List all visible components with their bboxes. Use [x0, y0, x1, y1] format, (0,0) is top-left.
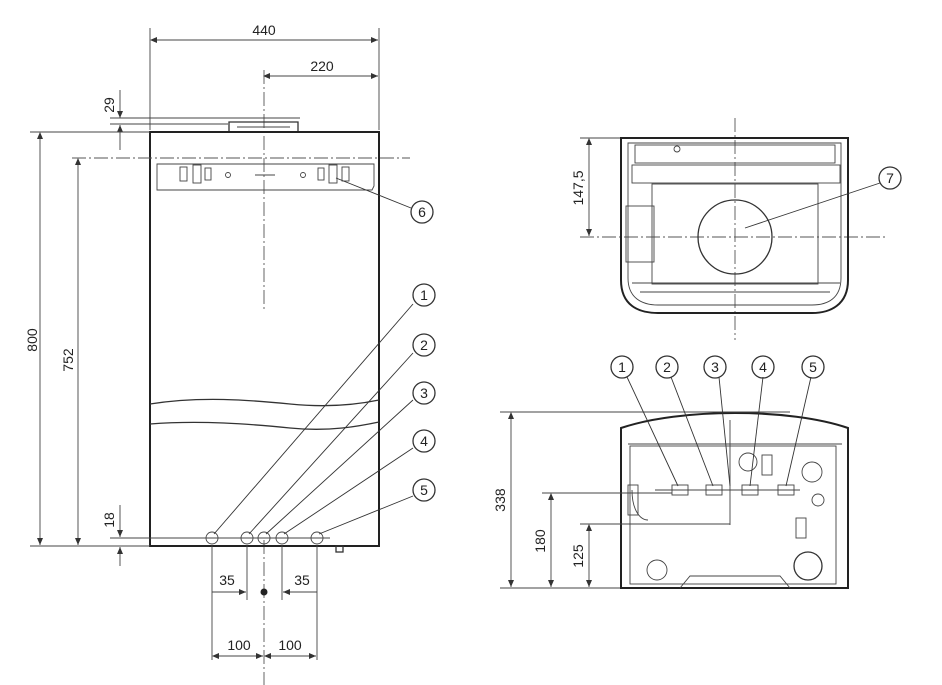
mount-bracket [228, 121, 299, 132]
callout-3: 3 [420, 385, 428, 401]
dim-mount-height-label: 752 [60, 348, 76, 372]
top-view: 147,5 7 [570, 118, 902, 340]
top-view-chamber [651, 183, 819, 285]
top-view-outline [620, 137, 849, 314]
dimension-mount-height: 752 [60, 158, 81, 545]
dim-depth-label: 147,5 [570, 170, 586, 205]
dimension-pipe-spacing: 35 35 [211, 545, 318, 660]
dim-pipe-a-label: 180 [532, 529, 548, 553]
dimension-height: 800 [24, 132, 43, 545]
flue-outlet [697, 199, 773, 275]
callout-5: 5 [420, 482, 428, 498]
top-view-rail [634, 144, 836, 164]
mount-rail [156, 163, 375, 191]
dim-spacing-right-label: 35 [294, 572, 310, 588]
dim-bottom-offset-label: 18 [101, 512, 117, 528]
front-cover-top-edge [149, 398, 380, 407]
drain-stub [335, 545, 344, 553]
dim-outer-right-label: 100 [278, 637, 302, 653]
bottom-callout-4: 4 [759, 359, 767, 375]
front-callouts: 1 2 3 4 5 6 [213, 177, 436, 535]
bottom-view-outline [620, 412, 849, 589]
dim-pipe-b-label: 125 [570, 544, 586, 568]
datum-point [260, 588, 268, 596]
dim-half-width-label: 220 [310, 58, 334, 74]
bottom-callout-3: 3 [711, 359, 719, 375]
dimension-half-width: 220 [263, 58, 378, 79]
bottom-callout-1: 1 [618, 359, 626, 375]
dim-height-label: 800 [24, 328, 40, 352]
bottom-view: 338 180 125 1 2 3 4 5 [492, 355, 849, 589]
bottom-callout-5: 5 [809, 359, 817, 375]
dim-outer-left-label: 100 [227, 637, 251, 653]
callout-6: 6 [418, 204, 426, 220]
pipe-connections [200, 531, 330, 545]
callout-1: 1 [420, 287, 428, 303]
front-view: 440 220 29 [24, 22, 436, 685]
callout-4: 4 [420, 433, 428, 449]
bottom-pipes [627, 452, 825, 589]
callout-2: 2 [420, 337, 428, 353]
dim-total-label: 338 [492, 488, 508, 512]
dim-top-offset-label: 29 [101, 97, 117, 113]
dimension-top-offset: 29 [101, 90, 300, 150]
callout-7: 7 [886, 170, 894, 186]
dimension-width: 440 [149, 22, 380, 130]
dimension-outer-spacing: 100 100 [212, 637, 316, 659]
dimension-bottom-offset: 18 [101, 505, 200, 566]
dim-width-label: 440 [252, 22, 276, 38]
dim-spacing-left-label: 35 [219, 572, 235, 588]
bottom-callout-2: 2 [663, 359, 671, 375]
front-cover-lower-edge [149, 421, 380, 430]
boiler-body [149, 131, 380, 547]
